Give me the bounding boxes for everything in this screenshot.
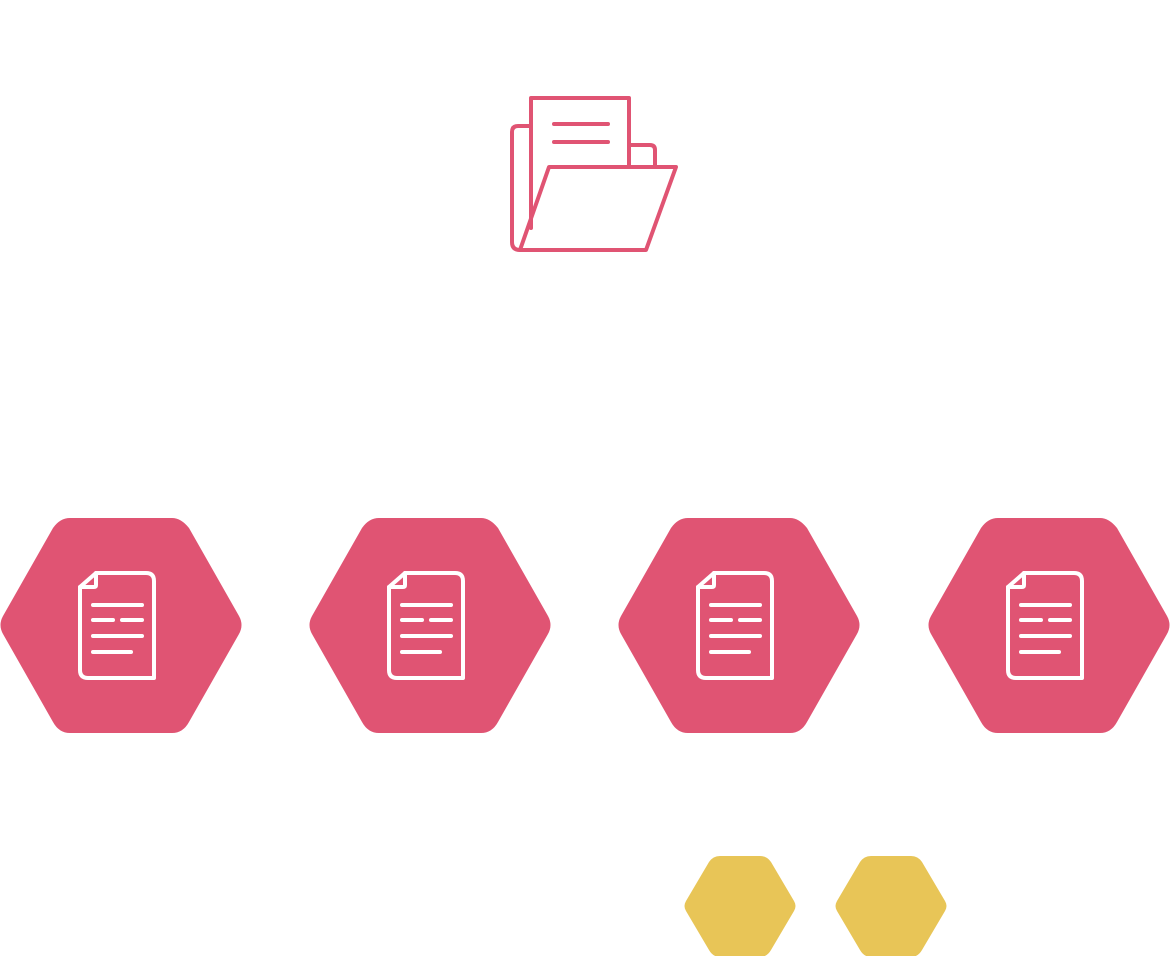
document-icon [78, 571, 156, 680]
open-folder-icon [510, 96, 678, 252]
document-nodes [0, 518, 1170, 733]
hexagon-shape [0, 518, 242, 733]
document-icon [696, 571, 774, 680]
small-hexagon-1 [684, 856, 796, 956]
document-node-2 [309, 518, 551, 733]
hexagon-shape [309, 518, 551, 733]
document-node-4 [928, 518, 1170, 733]
hexagon-shape [928, 518, 1170, 733]
document-node-1 [0, 518, 242, 733]
document-icon [1006, 571, 1084, 680]
small-hexagon-2 [835, 856, 947, 956]
small-nodes [684, 856, 947, 956]
document-icon [387, 571, 465, 680]
hexagon-shape [618, 518, 860, 733]
document-node-3 [618, 518, 860, 733]
